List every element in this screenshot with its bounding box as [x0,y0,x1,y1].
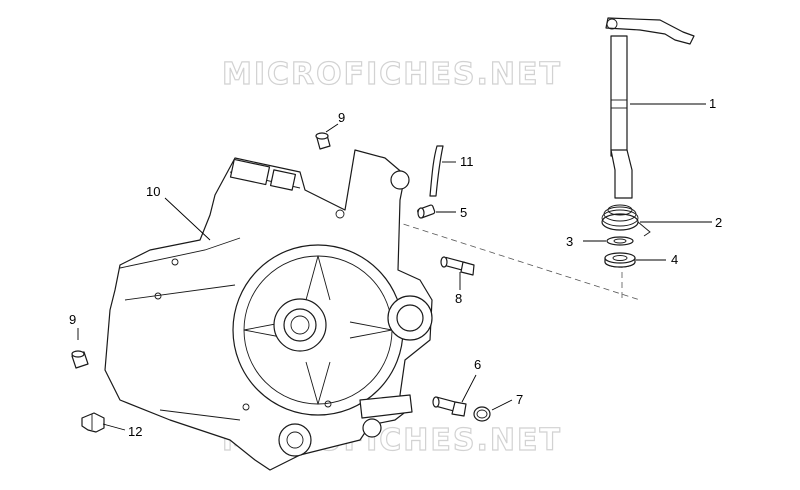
washer-3 [606,236,634,246]
dowel-9-lower [71,350,89,369]
bushing-4 [604,252,636,268]
clip-12 [81,412,105,433]
crankcase-half [104,149,433,471]
callout-11: 11 [460,154,474,169]
assembly-axis-line [374,214,641,301]
kickstart-spring [601,204,651,237]
vent-hose-11 [429,145,444,197]
watermark-top: MICROFICHES.NET [222,57,562,92]
callout-5: 5 [460,205,467,220]
dowel-9-upper [315,132,331,150]
kickstart-shaft [605,17,695,199]
bolt-6 [432,396,467,417]
callout-10: 10 [146,184,160,199]
bolt-8 [440,256,475,276]
callout-6: 6 [474,357,481,372]
callout-1: 1 [709,96,716,111]
callout-3: 3 [566,234,573,249]
callout-7: 7 [516,392,523,407]
callout-8: 8 [455,291,462,306]
callout-2: 2 [715,215,722,230]
leader-lines [77,103,712,431]
callout-9-upper: 9 [338,110,345,125]
callout-12: 12 [128,424,142,439]
washer-7 [473,406,491,422]
callout-4: 4 [671,252,678,267]
callout-9-lower: 9 [69,312,76,327]
pin-5 [417,204,436,219]
